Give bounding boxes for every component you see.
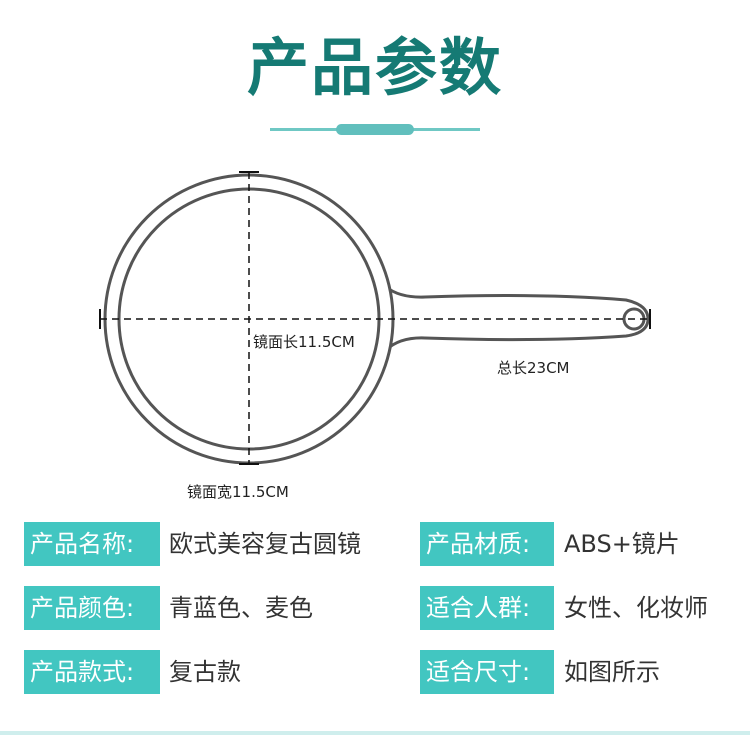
bottom-divider — [0, 731, 750, 735]
product-name-label: 产品名称: — [24, 522, 160, 566]
mirror-length-label: 镜面长11.5CM — [253, 333, 355, 351]
title-divider-pill — [336, 124, 414, 135]
product-style-label: 产品款式: — [24, 650, 160, 694]
suitable-size-label: 适合尺寸: — [420, 650, 554, 694]
mirror-width-label: 镜面宽11.5CM — [187, 483, 289, 501]
target-audience-value: 女性、化妆师 — [564, 594, 708, 622]
mirror-handle — [384, 285, 650, 352]
product-color-label: 产品颜色: — [24, 586, 160, 630]
product-name-value: 欧式美容复古圆镜 — [169, 530, 361, 558]
product-style-value: 复古款 — [169, 658, 241, 686]
target-audience-label: 适合人群: — [420, 586, 554, 630]
page-title: 产品参数 — [246, 31, 503, 104]
product-color-value: 青蓝色、麦色 — [169, 594, 313, 622]
product-material-label: 产品材质: — [420, 522, 554, 566]
product-material-value: ABS+镜片 — [564, 530, 680, 558]
mirror-diagram — [99, 171, 651, 465]
suitable-size-value: 如图所示 — [564, 658, 660, 686]
total-length-label: 总长23CM — [497, 359, 570, 377]
